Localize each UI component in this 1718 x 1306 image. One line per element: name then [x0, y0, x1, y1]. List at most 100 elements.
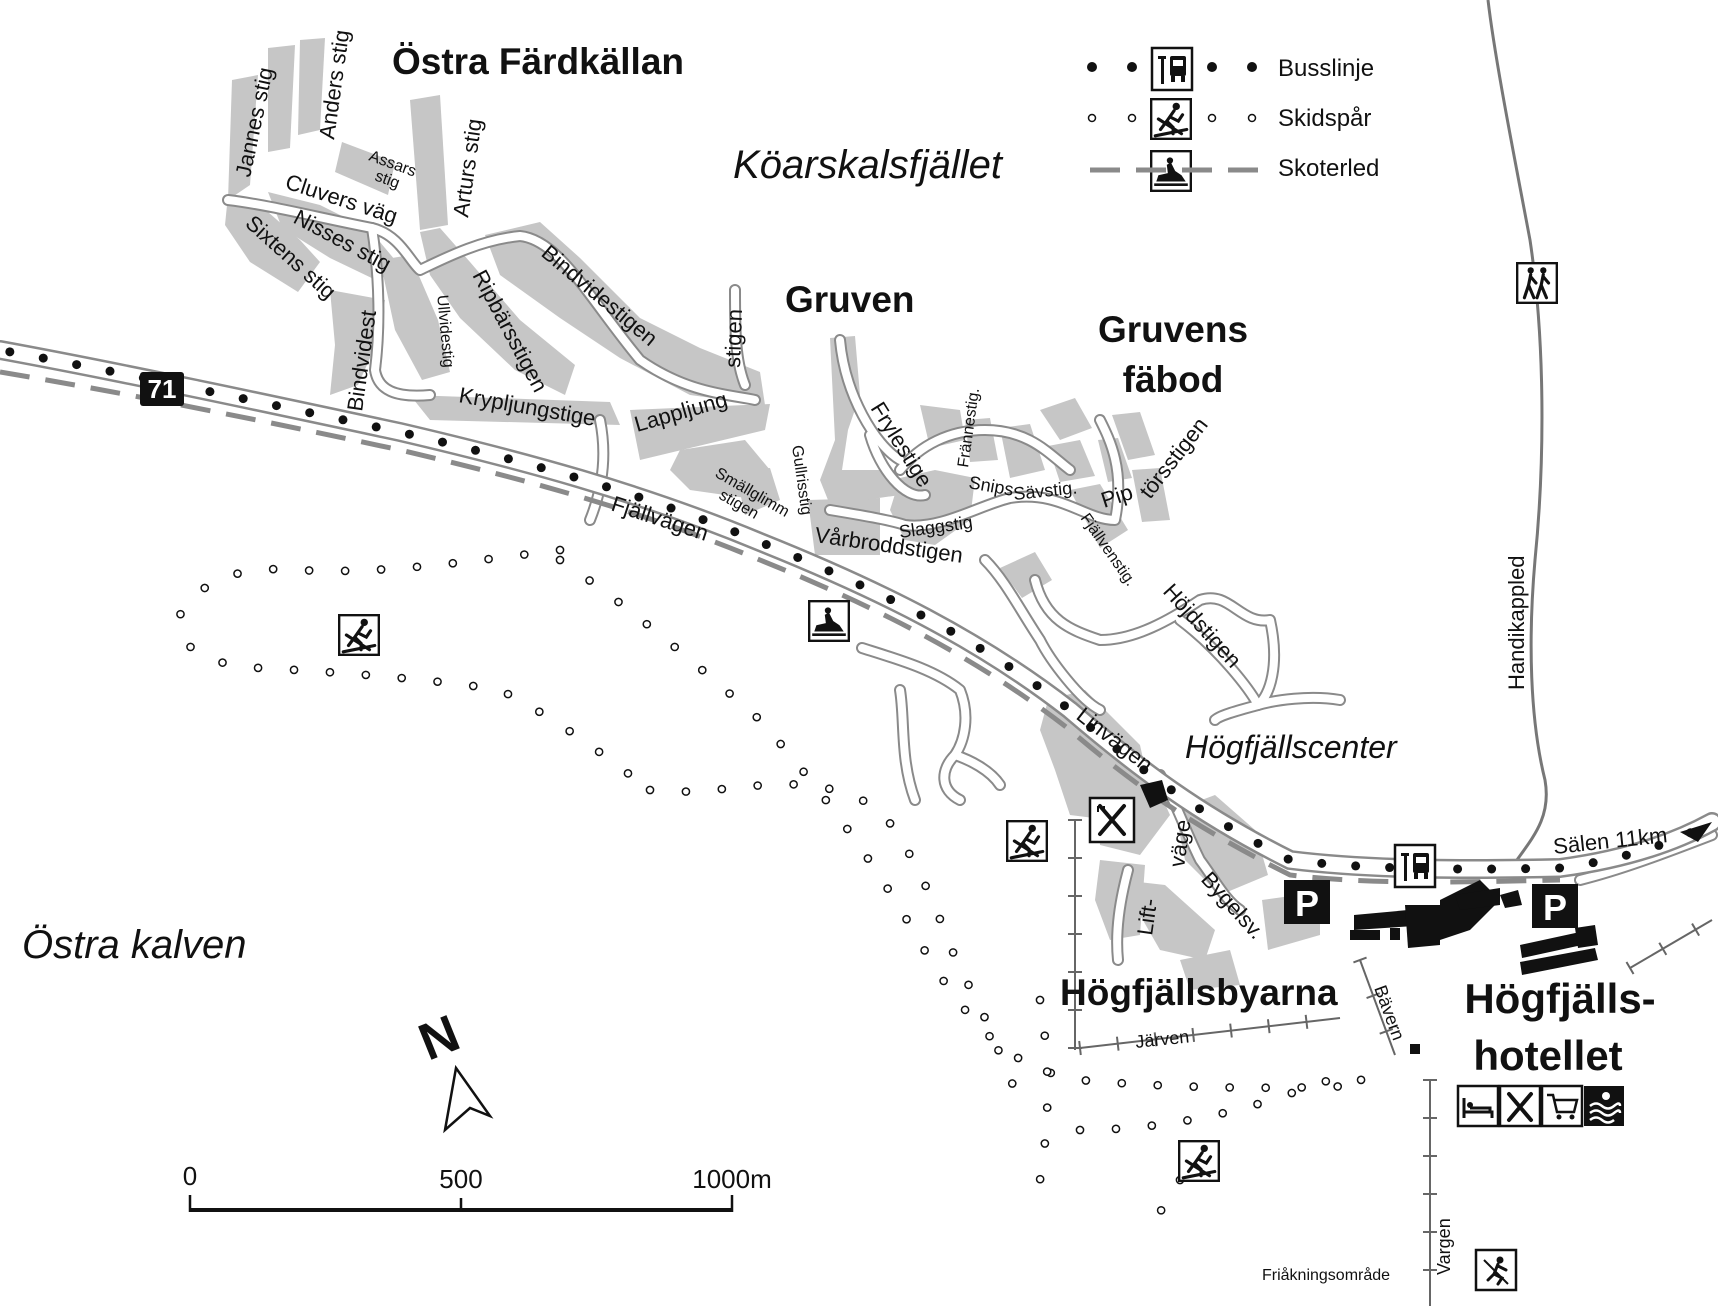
ski-dot	[753, 781, 763, 790]
scale-end: 1000m	[692, 1164, 772, 1194]
ski-dot	[325, 667, 335, 677]
ski-dot	[902, 914, 911, 924]
ski-dot	[776, 739, 786, 749]
ski-dot	[948, 948, 958, 957]
ski-dot	[1261, 1083, 1271, 1093]
ski-dot	[1218, 1108, 1228, 1118]
ski-dot	[985, 1031, 994, 1041]
ski-dot	[789, 780, 798, 789]
ski-dot	[200, 583, 210, 593]
ski-dot	[218, 658, 227, 667]
bus-stop-icon	[1393, 843, 1437, 889]
ski-dot	[1111, 1124, 1121, 1134]
ski-dot	[289, 665, 299, 675]
bus-dot	[1223, 822, 1233, 832]
bus-dot	[1453, 864, 1463, 874]
place-ostra-kalven: Östra kalven	[22, 923, 247, 967]
place-koarskalsfjallet: Köarskalsfjället	[733, 143, 1004, 187]
restaurant-icon	[1088, 796, 1136, 844]
bus-dot	[730, 527, 740, 537]
bus-dot	[855, 580, 865, 590]
lift-tick	[1691, 923, 1700, 937]
bus-dot	[634, 492, 644, 502]
legend-ski-label: Skidspår	[1278, 105, 1371, 132]
bus-stop-icon	[1150, 46, 1194, 92]
ski-dot	[799, 767, 808, 777]
ski-dot	[645, 785, 655, 795]
ski-dot	[1225, 1083, 1235, 1092]
ski-dot	[964, 980, 973, 990]
place-gruven: Gruven	[785, 279, 915, 320]
bus-dot	[601, 482, 611, 492]
street-stigen: stigen	[720, 309, 747, 369]
ski-dot	[904, 849, 914, 859]
legend-bus-label: Busslinje	[1278, 55, 1374, 82]
ski-dot	[253, 663, 263, 673]
ski-dot	[1156, 1205, 1166, 1215]
bus-dot	[1555, 863, 1565, 873]
cross-country-ski-icon	[1006, 820, 1048, 862]
snowmobile-trail	[0, 369, 1561, 885]
ski-dot	[623, 769, 633, 778]
ski-dot	[176, 609, 185, 619]
legend-bus-dots	[1087, 62, 1257, 72]
ski-dot	[1081, 1076, 1091, 1085]
salen-direction-arrow	[1680, 822, 1712, 842]
bus-dot	[1139, 765, 1149, 775]
ski-dot	[960, 1005, 970, 1015]
ski-dot	[824, 784, 834, 794]
ski-dot	[858, 796, 868, 806]
bus-dot	[761, 540, 771, 550]
cross-country-ski-icon	[1150, 98, 1192, 140]
bus-dot	[569, 472, 579, 482]
parking-icon: P	[1532, 884, 1578, 928]
hotel-buildings	[1140, 780, 1598, 1054]
ski-dot	[1040, 1031, 1050, 1041]
ski-dot	[1075, 1125, 1085, 1135]
ski-dot	[304, 566, 314, 575]
hiker-icon	[1516, 262, 1558, 304]
ski-dot	[1287, 1088, 1297, 1098]
ski-dot	[939, 976, 948, 986]
ski-dot	[697, 665, 707, 675]
place-frakningsomrade: Friåkningsområde	[1262, 1266, 1390, 1284]
street-snips: Snips	[967, 472, 1015, 500]
legend-snowmobile-label: Skoterled	[1278, 155, 1379, 182]
bus-dot	[205, 387, 215, 397]
bus-dot	[5, 347, 15, 357]
ski-dot	[1042, 1067, 1052, 1076]
ski-dot	[233, 569, 242, 578]
snowmobile-icon	[808, 600, 850, 642]
ski-dot	[935, 914, 945, 924]
handikapp-trail	[1486, 0, 1548, 871]
ski-dot	[994, 1045, 1003, 1055]
bus-dot	[1521, 864, 1531, 874]
place-gruvens: Gruvens	[1098, 309, 1248, 350]
lift-tick	[1658, 942, 1668, 956]
road-71-shield: 71	[140, 372, 184, 406]
lift-lines	[1068, 819, 1713, 1306]
bus-dot	[105, 366, 115, 376]
place-hogfjallshotellet-2: hotellet	[1473, 1032, 1622, 1079]
bus-dot	[824, 566, 834, 576]
ski-dot	[885, 819, 895, 828]
bus-dot	[1032, 681, 1042, 691]
ski-dot	[1189, 1082, 1199, 1091]
ski-dot	[614, 597, 623, 607]
bus-dot	[271, 401, 281, 411]
minor-roads	[222, 194, 1718, 966]
ski-dot	[555, 555, 565, 565]
ski-dot	[752, 712, 762, 722]
ski-dot	[1040, 1139, 1050, 1148]
ski-dot	[1013, 1053, 1023, 1063]
ski-dot	[186, 642, 195, 652]
place-hogfjallscenter: Högfjällscenter	[1185, 729, 1398, 765]
lodging-icon	[1456, 1084, 1500, 1128]
ski-dot	[433, 677, 442, 687]
lift-tick	[1304, 1014, 1309, 1029]
bus-dot	[1385, 863, 1395, 873]
bus-dot	[371, 422, 381, 432]
bus-dot	[404, 429, 414, 439]
ski-dot	[920, 946, 929, 955]
